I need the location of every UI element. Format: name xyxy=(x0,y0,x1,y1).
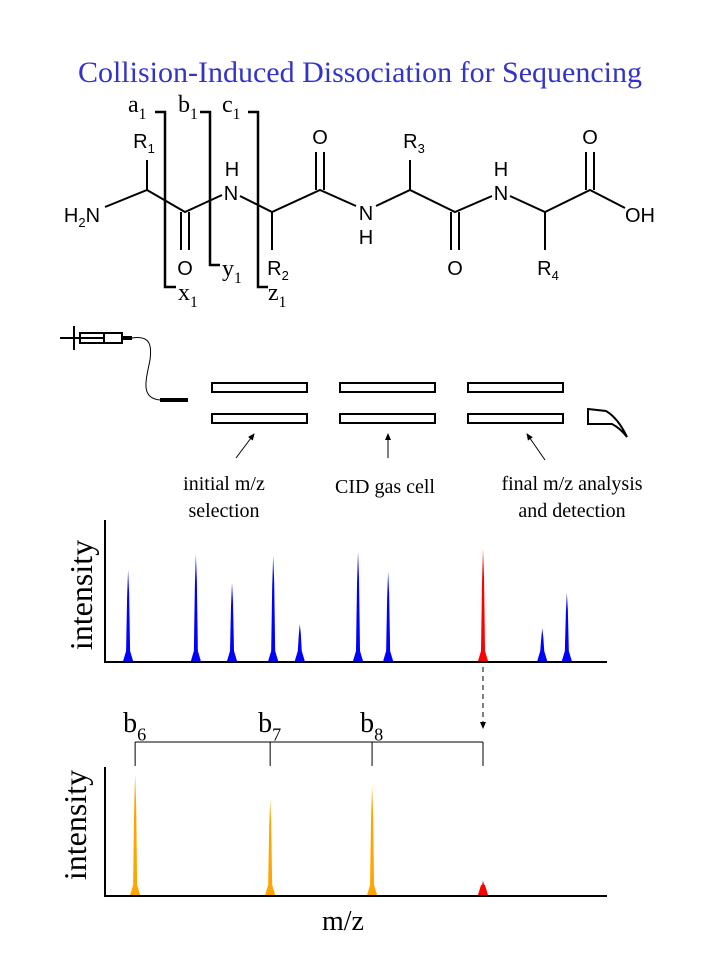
amide-nitrogen: N xyxy=(494,183,508,205)
peak xyxy=(130,773,141,895)
analyzer-rod xyxy=(467,413,564,424)
peak xyxy=(353,551,364,661)
quadrupole-rod xyxy=(211,382,308,393)
stage1-label: initial m/z xyxy=(183,473,265,495)
cleavage-label-z1: z1 xyxy=(268,280,286,311)
detector-icon xyxy=(587,407,628,438)
cleavage-label-y1: y1 xyxy=(222,256,242,287)
ion-label-b6: b6 xyxy=(123,708,146,744)
quadrupole-rod xyxy=(211,413,308,424)
peak xyxy=(478,548,489,661)
peak xyxy=(561,592,572,661)
ion-label-b7: b7 xyxy=(258,708,281,744)
y-axis-label: intensity xyxy=(57,770,93,880)
side-chain-r4: R4 xyxy=(537,258,559,283)
peak xyxy=(265,799,276,895)
n-terminus: H2N xyxy=(64,205,100,230)
instrument-schematic: initial m/z selection CID gas cell final… xyxy=(60,326,643,522)
side-chain-r2: R2 xyxy=(267,258,289,283)
arrow-icon xyxy=(526,433,546,461)
peak xyxy=(478,880,489,895)
carbonyl-oxygen: O xyxy=(312,127,328,149)
peak xyxy=(123,570,134,661)
amide-hydrogen: H xyxy=(225,159,239,181)
amide-hydrogen: H xyxy=(359,227,373,249)
carbonyl-oxygen: O xyxy=(582,127,598,149)
amide-nitrogen: N xyxy=(224,183,238,205)
ms1-spectrum: intensity xyxy=(63,520,607,663)
axes xyxy=(104,520,607,663)
amide-hydrogen: H xyxy=(494,159,508,181)
peptide-structure: H2N OH O O O O N H N H N H R1 R2 R3 R4 a… xyxy=(64,92,655,311)
cleavage-label-x1: x1 xyxy=(178,280,198,311)
cleavage-label-a1: a1 xyxy=(128,92,146,123)
peak xyxy=(227,582,238,661)
side-chain-r3: R3 xyxy=(403,131,425,156)
ms2-spectrum: intensity m/z b6 b7 b8 xyxy=(57,708,607,937)
amide-nitrogen: N xyxy=(359,203,373,225)
peak xyxy=(537,628,548,661)
ion-label-b8: b8 xyxy=(360,708,383,744)
stage3-label: and detection xyxy=(518,500,625,522)
peak xyxy=(367,785,378,895)
page-title: Collision-Induced Dissociation for Seque… xyxy=(78,56,642,89)
collision-cell-rod xyxy=(339,382,436,393)
peak xyxy=(268,555,279,661)
arrow-icon xyxy=(235,433,255,459)
stage1-label: selection xyxy=(188,500,259,522)
cleavage-label-b1: b1 xyxy=(178,92,198,123)
stage2-label: CID gas cell xyxy=(335,476,435,498)
axes xyxy=(104,767,607,897)
carbonyl-oxygen: O xyxy=(177,258,193,280)
side-chain-r1: R1 xyxy=(133,131,155,156)
carbonyl-oxygen: O xyxy=(447,258,463,280)
collision-cell-rod xyxy=(339,413,436,424)
peak xyxy=(190,554,201,661)
stage3-label: final m/z analysis xyxy=(501,473,642,495)
peak xyxy=(383,571,394,661)
y-axis-label: intensity xyxy=(63,540,99,650)
cleavage-label-c1: c1 xyxy=(222,92,240,123)
peak xyxy=(294,624,305,661)
analyzer-rod xyxy=(467,382,564,393)
syringe-icon xyxy=(60,326,188,402)
x-axis-label: m/z xyxy=(322,906,364,937)
c-terminus: OH xyxy=(625,205,655,227)
